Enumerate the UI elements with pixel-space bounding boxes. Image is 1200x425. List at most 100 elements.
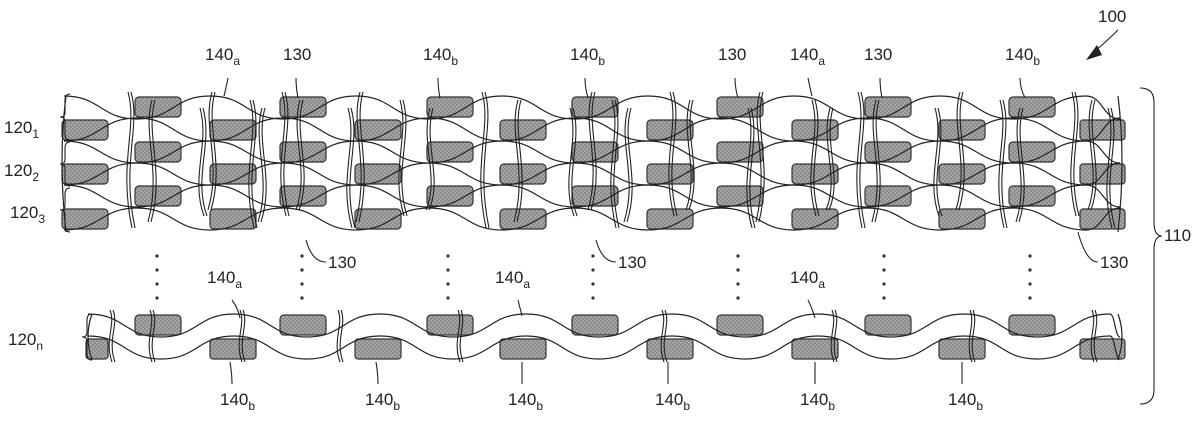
top-label-3: 140b [423,45,458,68]
fiber-block [209,163,257,185]
ellipsis-dot [591,254,595,258]
binder-fiber [955,91,962,211]
weft-yarn [87,335,1121,360]
fiber-block [134,96,182,118]
fiber-block [571,96,619,118]
binder-fiber [248,99,255,229]
fiber-block [426,141,474,163]
braces [59,87,1163,405]
leader-lines [223,77,1099,385]
leader-line [517,299,523,317]
binder-fiber-edge [1001,99,1008,229]
top-label-8: 140b [1005,45,1040,68]
leader-line [305,239,327,263]
fiber-block [499,338,547,360]
fiber-block [134,185,182,207]
binder-fiber [148,309,153,363]
binder-fiber-edge [859,91,866,229]
binder-fiber [425,107,432,211]
fiber-block [209,208,257,230]
binder-fiber [346,107,353,229]
ellipsis-dot [300,254,304,258]
binder-fiber-edge [874,99,881,223]
fiber-block [716,314,764,336]
fiber-block [791,208,839,230]
top-label-7: 130 [864,45,892,64]
ellipsis-dot [591,282,595,286]
binder-fiber [198,107,205,217]
fiber-block [646,119,694,141]
leader-line [595,239,617,263]
ellipsis-dot [736,268,740,272]
binder-fiber [660,309,665,363]
brace-row-n [81,313,93,361]
binder-fiber-edge [971,309,976,363]
binder-fiber [668,91,675,217]
fiber-block [938,163,986,185]
bottom-label-5: 140b [800,390,835,413]
binder-fiber-edge [483,91,490,229]
ellipsis-dot [591,296,595,300]
binder-fiber-edge [828,107,835,211]
fiber-block [134,141,182,163]
row-label-1: 1201 [4,118,39,141]
binder-fiber-edge [1093,309,1098,363]
ellipsis-dot [446,282,450,286]
ellipsis-dot [155,282,159,286]
fiber-block [1079,338,1126,360]
fiber-block [716,185,764,207]
ellipsis-dot [882,282,886,286]
fiber-block [279,314,327,336]
binder-fiber-edge [1090,99,1097,211]
ellipsis-dot [882,296,886,300]
top-label-4: 140b [570,45,605,68]
binder-fiber-edge [813,99,820,217]
fiber-block [426,185,474,207]
ellipsis-dot [1028,254,1032,258]
brace-110 [1139,87,1163,405]
binder-fiber-edge [241,309,246,363]
binder-fiber-edge [671,91,678,217]
fiber-block [571,314,619,336]
fiber-block [1008,314,1056,336]
binder-fiber-edge [958,91,965,211]
binder-fiber [830,309,835,363]
ellipsis-dot [882,254,886,258]
lower-label-2: 140a [495,268,530,291]
leader-line [1077,231,1099,263]
binder-fiber-edge [129,91,136,229]
brace-row-3 [59,187,71,233]
fabric-left-edge [61,95,67,233]
lower-label-1: 140a [207,268,242,291]
ellipsis-dot [1028,296,1032,300]
fiber-block [354,119,402,141]
fiber-block [426,96,474,118]
binder-fiber-edge [758,91,765,223]
fiber-block [864,314,912,336]
leader-line [879,77,883,99]
binder-fiber [513,99,520,223]
fiber-block [354,163,402,185]
binder-fiber-edge [663,309,668,363]
binder-fiber [746,107,753,229]
fiber-block [646,163,694,185]
binder-fiber [238,309,243,363]
leader-line [734,77,739,99]
fiber-block [61,119,109,141]
binder-fibers [108,91,1116,363]
binder-fiber-edge [201,107,208,217]
leader-line [437,77,441,99]
binder-fiber [856,91,863,229]
top-label-1: 140a [205,45,240,68]
fiber-block [209,338,257,360]
fiber-block [938,208,986,230]
leader-line [807,299,816,319]
binder-fiber [1087,99,1094,211]
binder-fiber-edge [339,309,344,363]
row-label-3: 1203 [10,203,45,226]
fiber-block [499,119,547,141]
ellipsis-dot [882,268,886,272]
fiber-block [646,338,694,360]
